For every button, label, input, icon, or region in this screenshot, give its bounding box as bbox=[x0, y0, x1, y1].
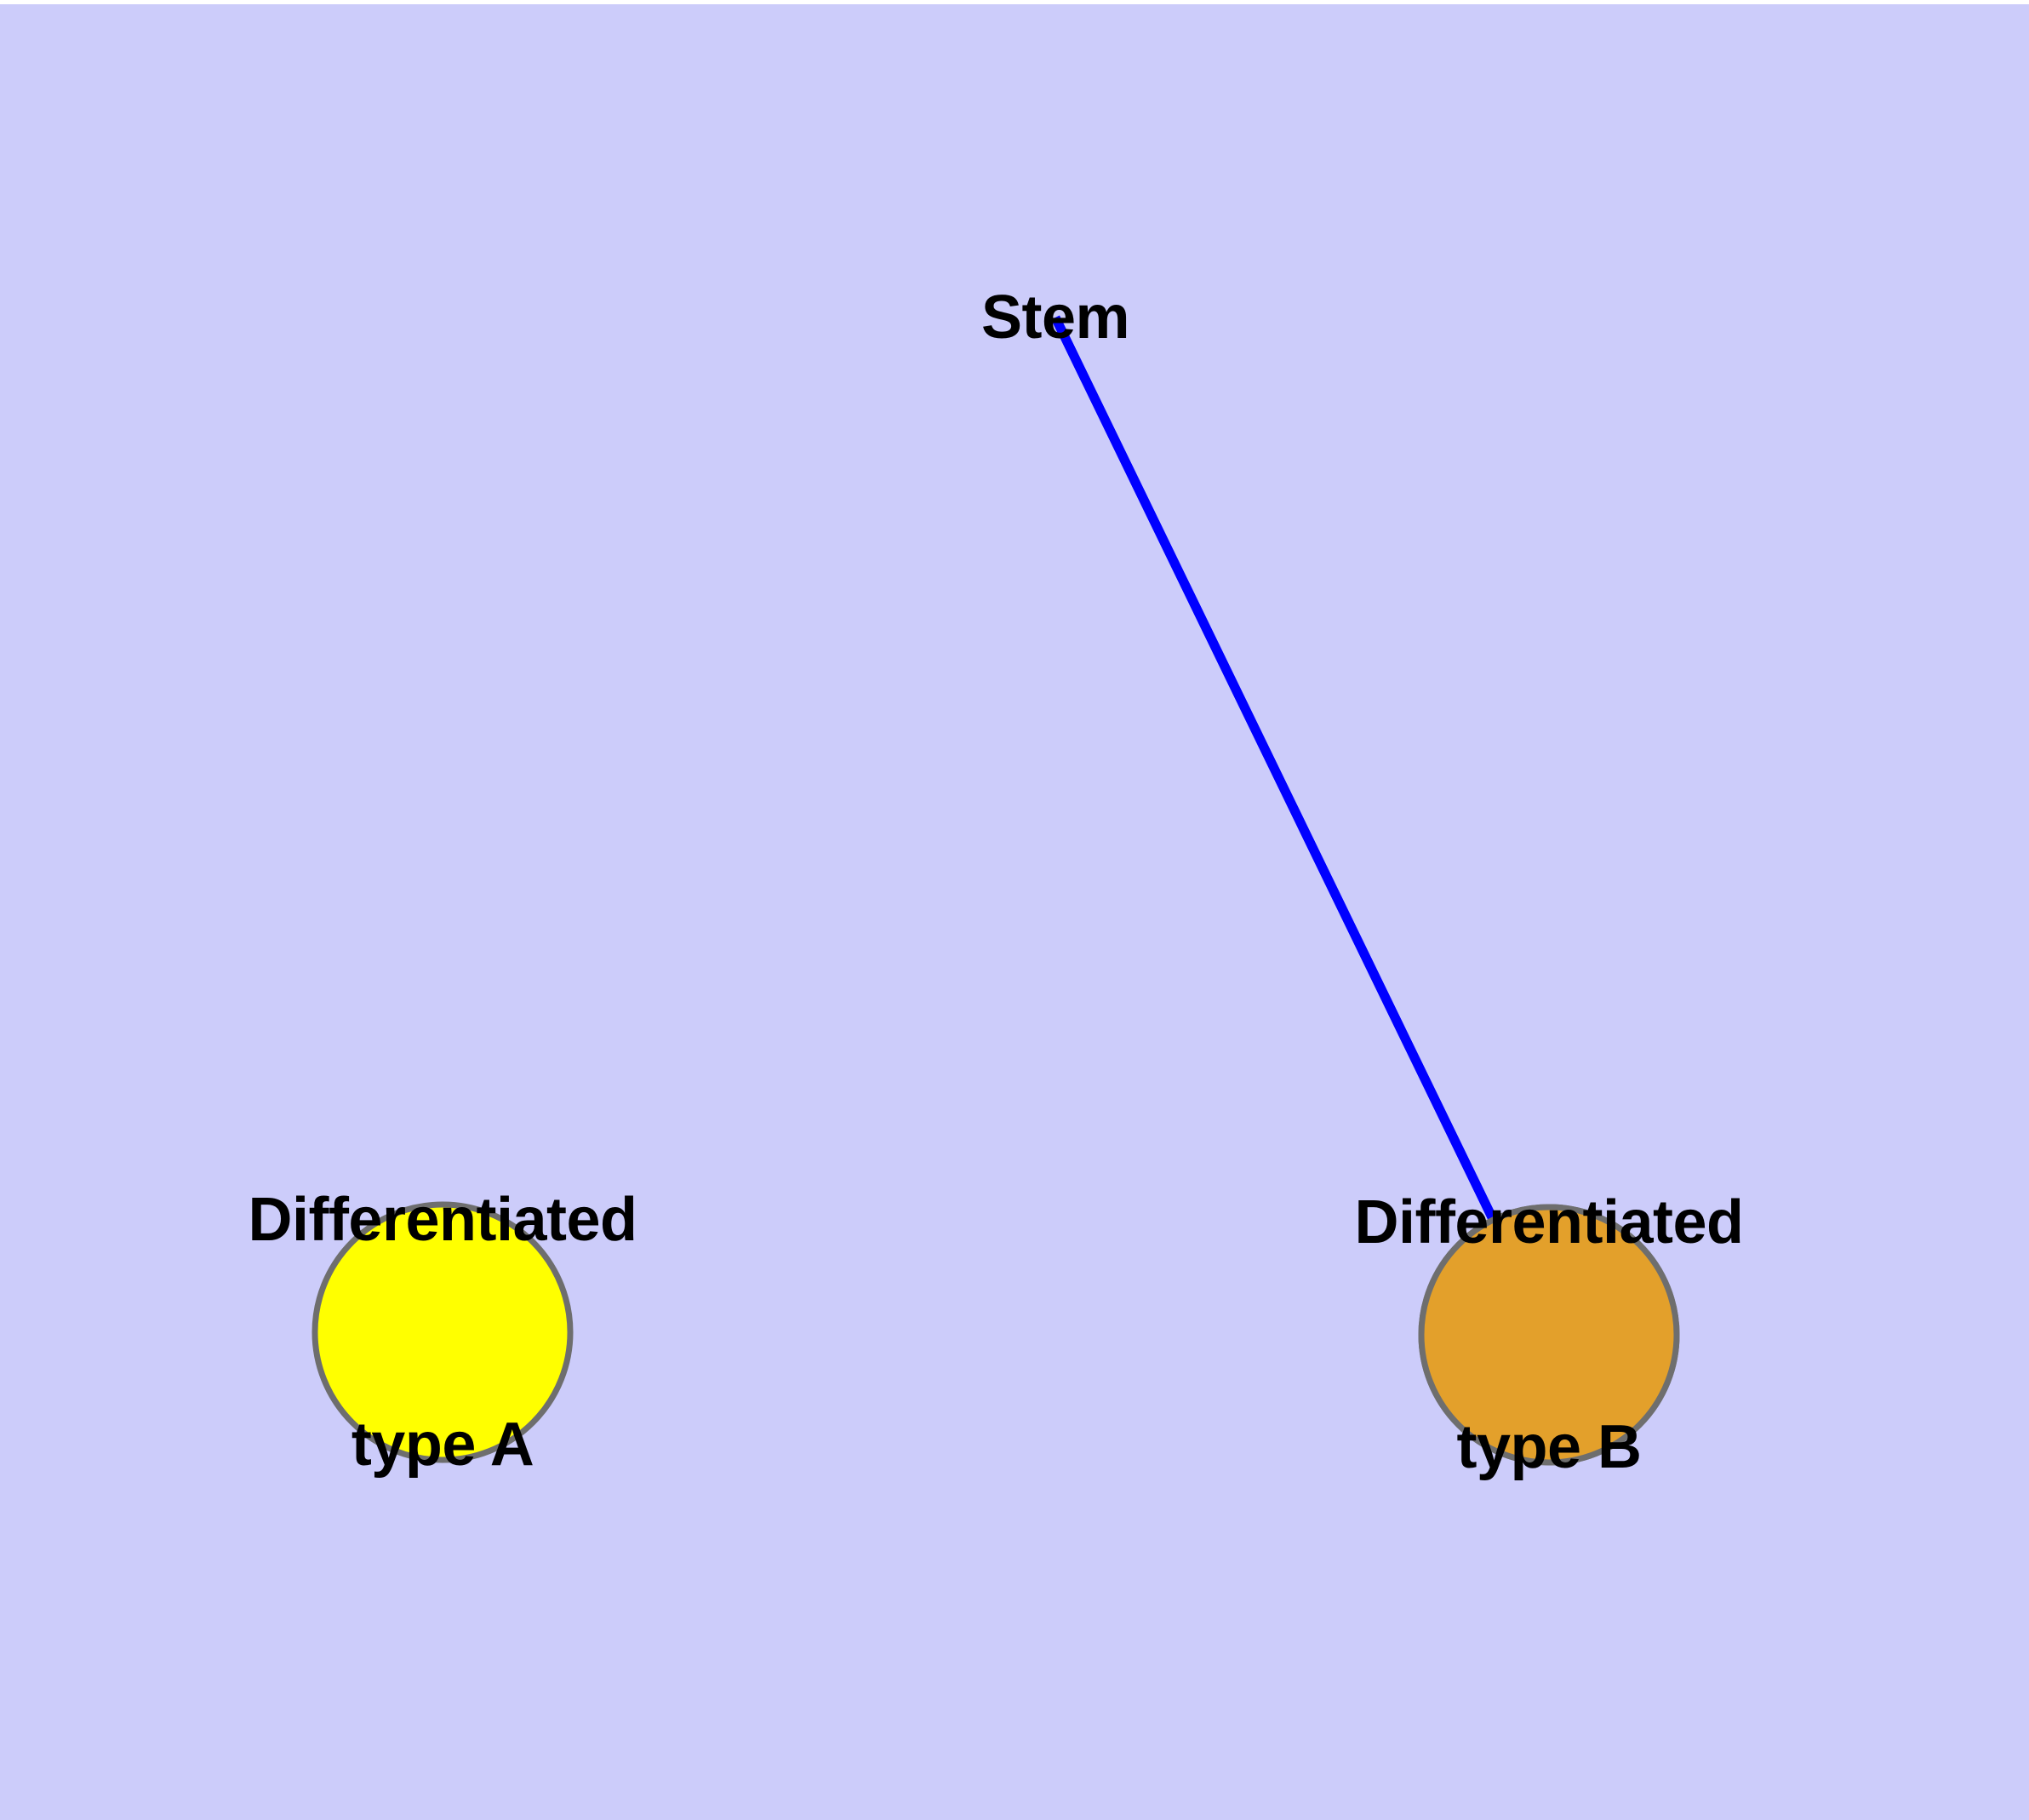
edge-layer bbox=[1051, 315, 1553, 1337]
edge-stem-to-differentiated-type-b bbox=[1051, 315, 1553, 1337]
node-stem[interactable] bbox=[311, 1201, 574, 1463]
diagram-background bbox=[0, 4, 2029, 1820]
node-layer bbox=[311, 1201, 1680, 1466]
node-differentiated-type-b[interactable] bbox=[1418, 1204, 1680, 1466]
